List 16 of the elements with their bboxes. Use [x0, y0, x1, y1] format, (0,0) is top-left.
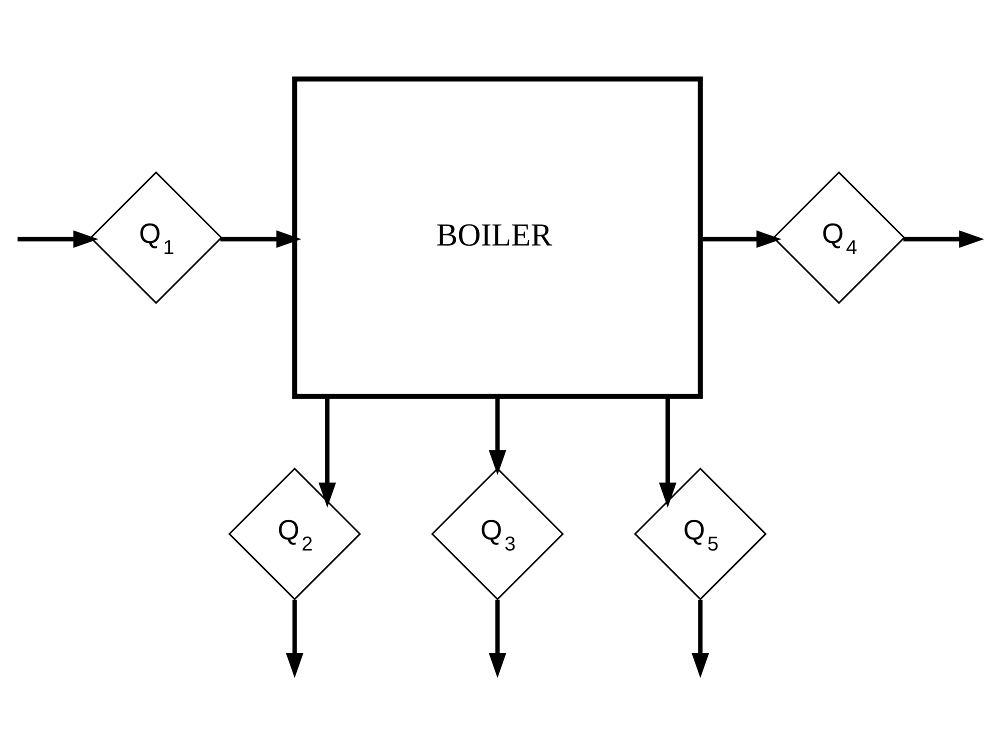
node-diamond: Q$_{5}$ — [634, 467, 767, 600]
arrow — [658, 396, 676, 508]
node-diamond: Q$_{3}$ — [431, 467, 564, 600]
arrow — [692, 599, 710, 678]
arrow — [286, 599, 304, 678]
arrow — [488, 396, 506, 475]
node-diamond: Q$_{4}$ — [772, 170, 906, 304]
node-diamond: Q$_{2}$ — [228, 467, 362, 600]
arrow — [318, 396, 336, 508]
arrow — [220, 230, 302, 248]
arrow — [488, 599, 506, 678]
arrow — [903, 230, 984, 248]
arrow — [18, 230, 98, 248]
node-diamond: Q$_{1}$ — [90, 170, 222, 304]
node-box: BOILER — [292, 76, 703, 398]
arrow — [701, 230, 782, 248]
